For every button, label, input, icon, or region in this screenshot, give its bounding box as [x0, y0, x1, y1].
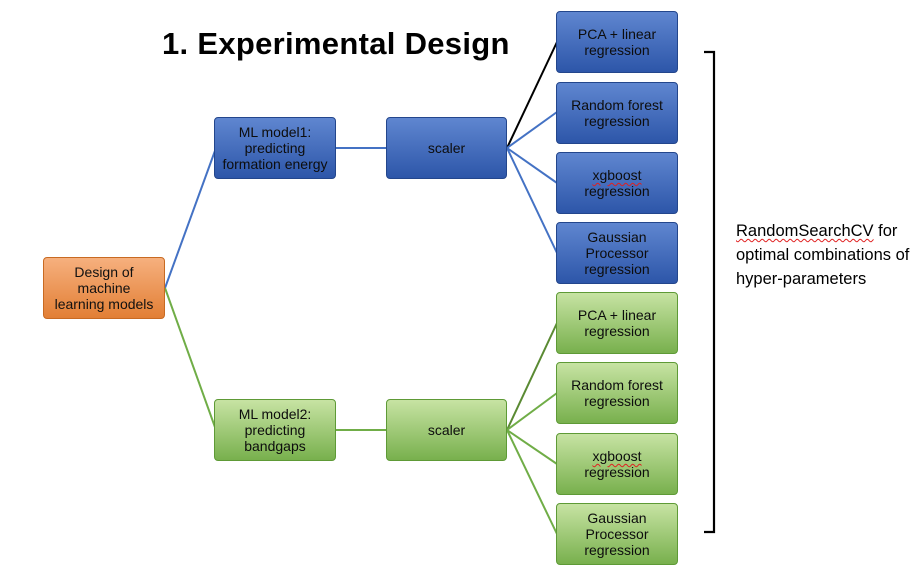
edge-scaler2-pca	[506, 322, 558, 431]
edge-scaler1-rf	[506, 111, 558, 149]
edge-root-model2	[164, 287, 217, 431]
right-bracket	[704, 50, 716, 534]
page-title: 1. Experimental Design	[162, 26, 510, 61]
model1-xgb-line1: xgboost	[592, 167, 642, 183]
model1-label: ML model1: predicting formation energy	[222, 124, 328, 172]
model1-xgb-line2: regression	[584, 183, 650, 199]
edge-scaler1-pca	[506, 41, 558, 149]
root-node-label: Design of machine learning models	[54, 264, 154, 312]
model1-scaler-box: scaler	[386, 117, 507, 179]
model2-gp-line1: Gaussian	[587, 510, 647, 526]
edge-scaler2-rf	[506, 392, 558, 431]
model2-rf-line1: Random forest	[571, 377, 663, 393]
model2-scaler-box: scaler	[386, 399, 507, 461]
model1-box: ML model1: predicting formation energy	[214, 117, 336, 179]
edge-scaler2-xgb	[506, 429, 558, 465]
model2-gp-line2: Processor regression	[584, 526, 650, 558]
note-term: RandomSearchCV	[736, 222, 874, 240]
model1-scaler-label: scaler	[427, 140, 466, 156]
note-rest: for optimal combinations of hyper-parame…	[736, 222, 910, 288]
model1-gp-line2: Processor regression	[584, 245, 650, 277]
edge-scaler1-xgb	[506, 147, 558, 184]
model2-xgb-line1: xgboost	[592, 448, 642, 464]
model2-pca-line2: regression	[584, 323, 650, 339]
model2-rf-line2: regression	[584, 393, 650, 409]
hyperparameter-note: RandomSearchCV for optimal combinations …	[736, 219, 923, 291]
model2-scaler-label: scaler	[427, 422, 466, 438]
model1-rf-line2: regression	[584, 113, 650, 129]
model1-pca-line1: PCA + linear	[577, 26, 657, 42]
model1-rf-line1: Random forest	[571, 97, 663, 113]
model2-xgb-line2: regression	[584, 464, 650, 480]
model2-box: ML model2: predicting bandgaps	[214, 399, 336, 461]
model1-pca-line2: regression	[584, 42, 650, 58]
model2-pca-line1: PCA + linear	[577, 307, 657, 323]
model2-label: ML model2: predicting bandgaps	[238, 406, 312, 454]
edge-root-model1	[164, 147, 217, 289]
edge-scaler1-gp	[506, 147, 558, 254]
root-node-box: Design of machine learning models	[43, 257, 165, 319]
model1-gp-line1: Gaussian	[587, 229, 647, 245]
edge-scaler2-gp	[506, 429, 558, 535]
